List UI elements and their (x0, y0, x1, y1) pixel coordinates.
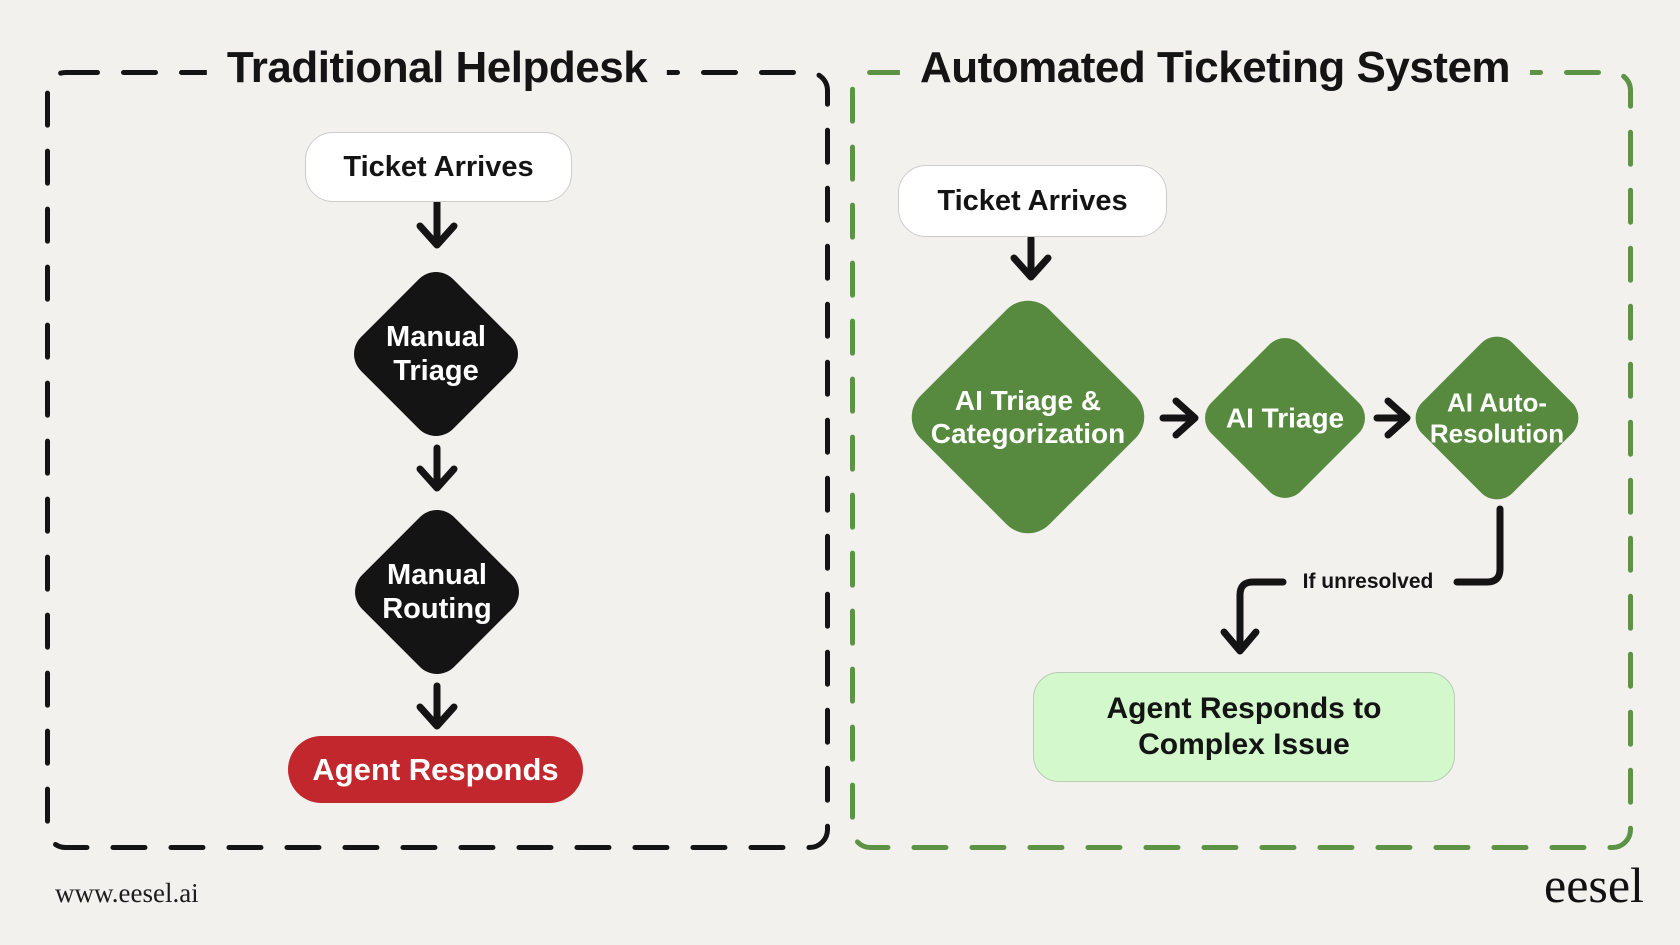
arrow-ticket-to-triage (416, 198, 458, 249)
node-label: Ticket Arrives (937, 184, 1128, 217)
node-label: Manual Routing (382, 558, 492, 625)
right-panel-title: Automated Ticketing System (899, 46, 1531, 90)
arrow-triage-to-routing (416, 444, 458, 492)
node-label: Agent Responds to Complex Issue (1106, 692, 1382, 761)
node-label: AI Auto-Resolution (1429, 387, 1565, 448)
node-label: Agent Responds (312, 751, 559, 787)
elbow-to-agent-complex (1220, 578, 1287, 655)
node-ai-auto-resolution: AI Auto-Resolution (1406, 327, 1588, 509)
node-label: Ticket Arrives (343, 150, 534, 183)
node-label: AI Triage (1225, 402, 1345, 434)
node-ticket-arrives-left: Ticket Arrives (305, 132, 572, 202)
eesel-logo: eesel (1544, 857, 1644, 913)
node-agent-responds-complex: Agent Responds to Complex Issue (1033, 672, 1455, 782)
footer-website-url: www.eesel.ai (55, 878, 199, 908)
node-manual-triage: Manual Triage (344, 262, 528, 446)
elbow-from-auto-resolution (1453, 505, 1504, 586)
edge-label-if-unresolved: If unresolved (1302, 570, 1434, 593)
node-agent-responds: Agent Responds (288, 736, 583, 803)
arrow-routing-to-agent (416, 682, 458, 730)
node-ai-triage: AI Triage (1195, 328, 1375, 508)
arrow-ticket-to-aicat (1010, 234, 1052, 281)
node-manual-routing: Manual Routing (345, 500, 529, 684)
node-ticket-arrives-right: Ticket Arrives (898, 165, 1167, 237)
left-panel-title: Traditional Helpdesk (206, 46, 668, 90)
node-label: AI Triage & Categorization (930, 384, 1126, 449)
arrow-aicat-to-aitriage (1159, 397, 1199, 439)
arrow-aitriage-to-autores (1373, 397, 1411, 439)
node-label: Manual Triage (386, 320, 486, 387)
node-ai-triage-categorization: AI Triage & Categorization (899, 288, 1157, 546)
